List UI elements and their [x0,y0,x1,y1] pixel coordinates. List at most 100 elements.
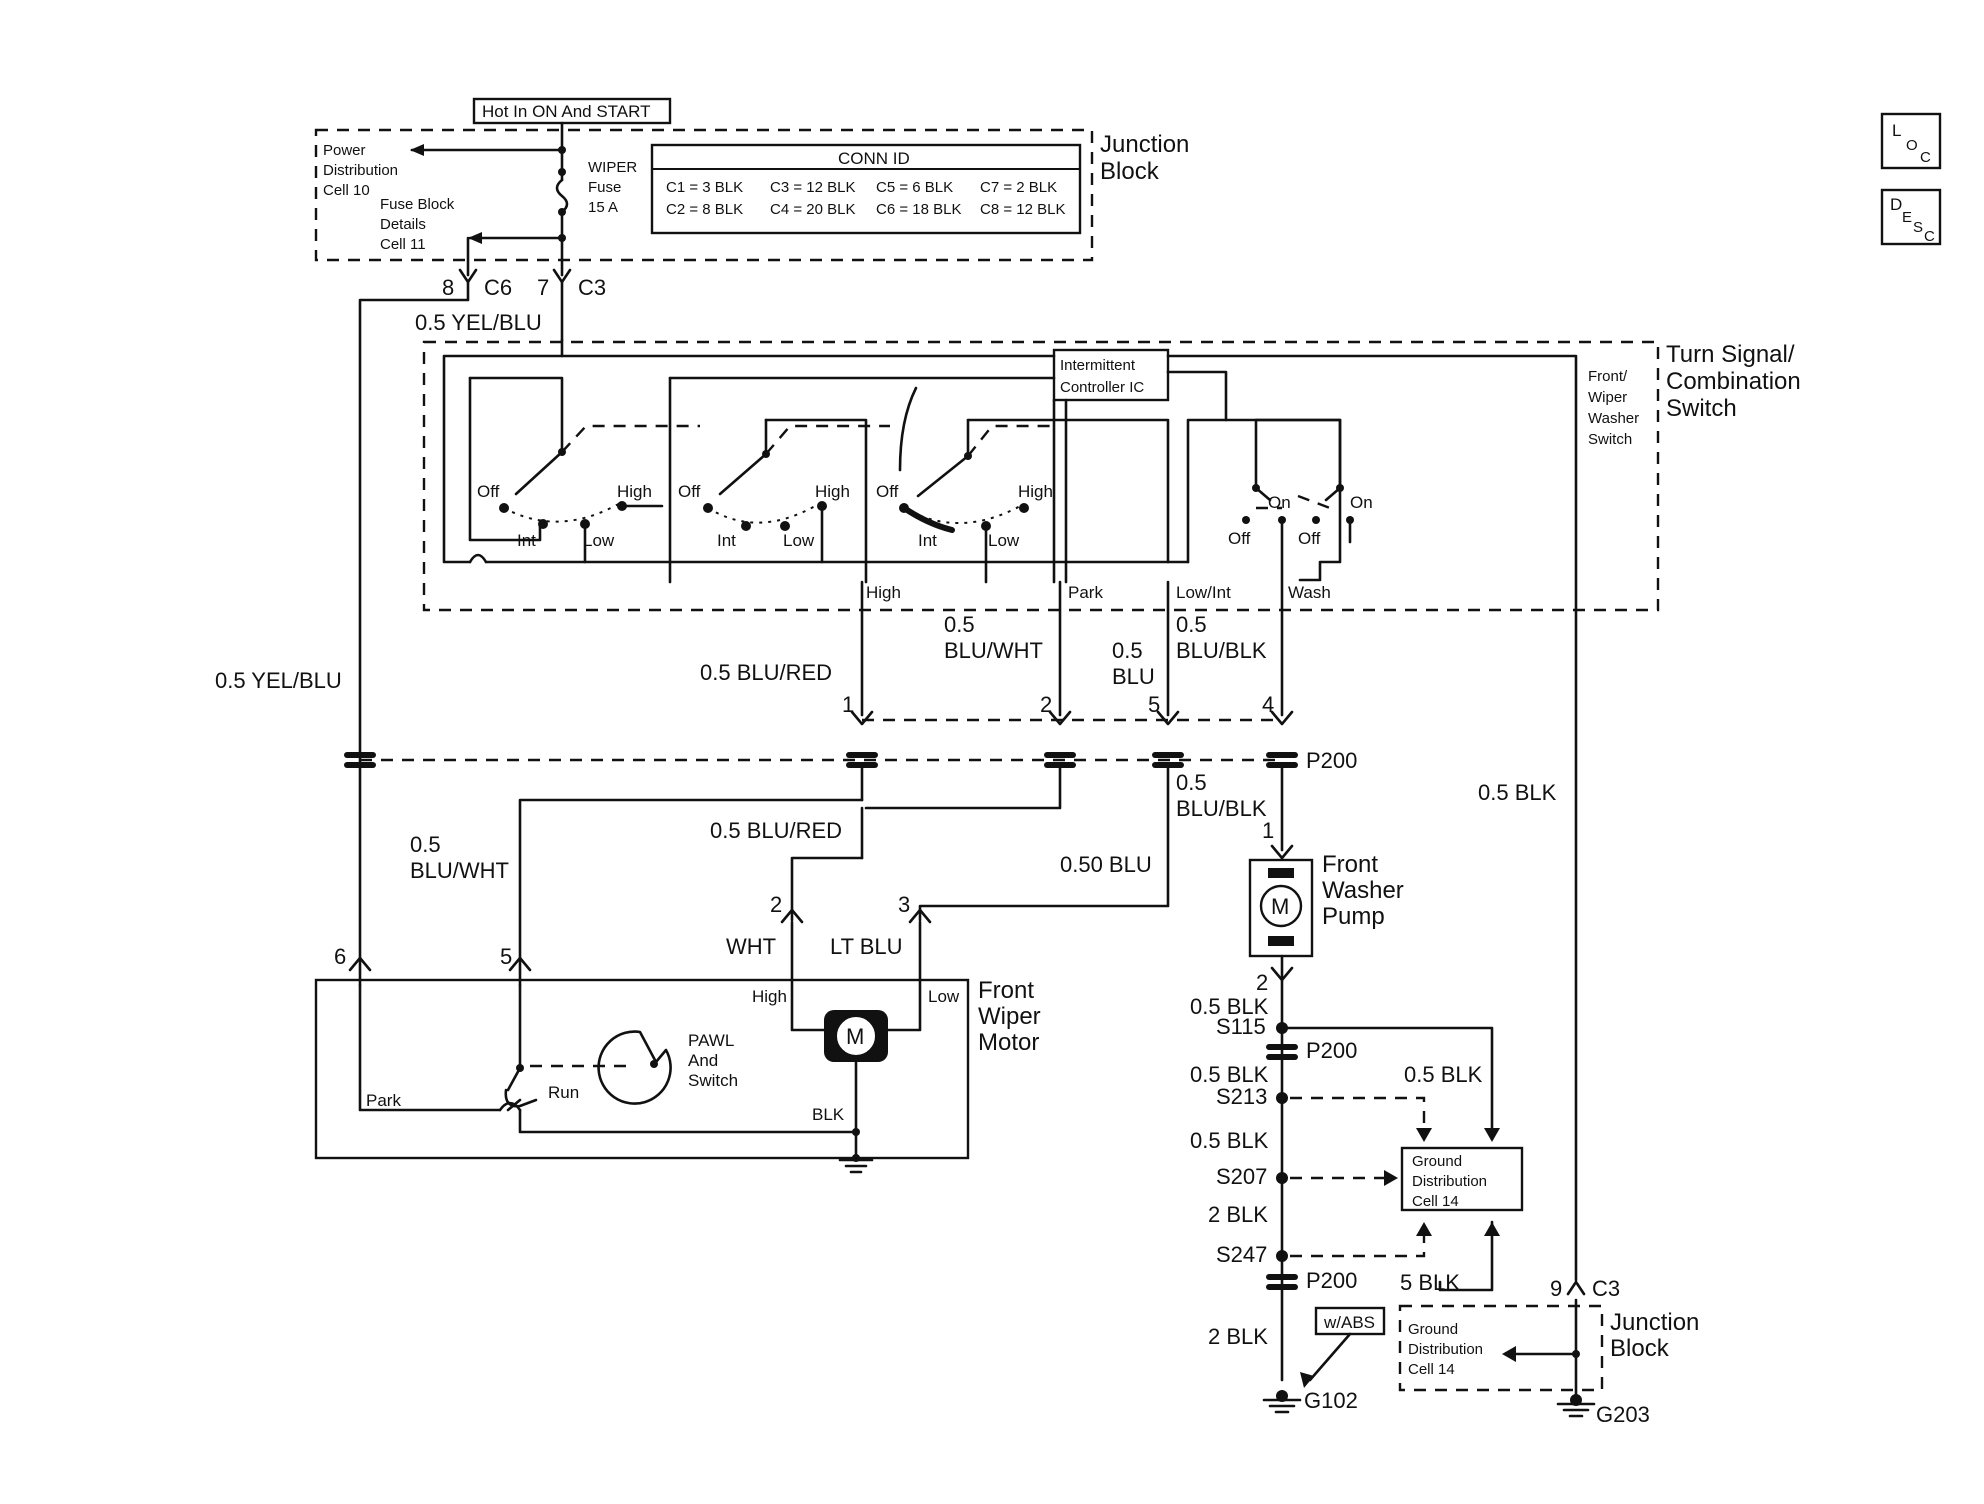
svg-text:Front/: Front/ [1588,368,1628,385]
svg-text:0.5 YEL/BLU: 0.5 YEL/BLU [215,668,342,693]
svg-text:0.5 BLU/RED: 0.5 BLU/RED [710,818,842,843]
svg-text:Cell 11: Cell 11 [380,236,426,253]
svg-text:High: High [866,583,901,602]
svg-text:Front: Front [1322,851,1378,878]
svg-text:Low: Low [583,531,615,550]
svg-text:0.5 BLK: 0.5 BLK [1190,1062,1269,1087]
front-washer-pump: 1 M Front Washer Pump 2 [1248,818,1404,1030]
svg-text:1: 1 [842,692,854,717]
svg-text:PAWL: PAWL [688,1031,734,1050]
svg-text:On: On [1350,493,1373,512]
svg-text:7: 7 [537,275,549,300]
svg-text:Distribution: Distribution [323,162,398,179]
svg-text:5: 5 [500,944,512,969]
svg-text:O: O [1906,137,1918,154]
svg-text:0.5: 0.5 [1112,638,1143,663]
svg-text:Junction: Junction [1100,131,1189,158]
svg-text:Run: Run [548,1083,579,1102]
svg-text:S115: S115 [1216,1014,1266,1039]
svg-text:0.5: 0.5 [1176,612,1207,637]
svg-text:2: 2 [1256,970,1268,995]
svg-text:BLU/BLK: BLU/BLK [1176,796,1267,821]
p200-pin [846,710,878,768]
svg-text:LT BLU: LT BLU [830,934,903,959]
svg-text:C5 = 6 BLK: C5 = 6 BLK [876,179,953,196]
svg-text:C: C [1920,149,1931,166]
svg-text:C6 = 18 BLK: C6 = 18 BLK [876,201,961,218]
svg-text:Wiper: Wiper [1588,389,1627,406]
svg-text:Front: Front [978,977,1034,1004]
svg-text:M: M [846,1024,864,1049]
svg-text:0.5: 0.5 [944,612,975,637]
svg-text:Off: Off [477,482,500,501]
junction-block-top: Junction Block Power Distribution Cell 1… [314,121,1189,300]
svg-text:C4 = 20 BLK: C4 = 20 BLK [770,201,855,218]
svg-text:0.5: 0.5 [410,832,441,857]
hot-label: Hot In ON And START [472,97,672,125]
svg-text:Distribution: Distribution [1408,1341,1483,1358]
svg-text:5 BLK: 5 BLK [1400,1270,1460,1295]
svg-text:S247: S247 [1216,1242,1267,1267]
svg-text:0.5 YEL/BLU: 0.5 YEL/BLU [415,310,542,335]
svg-text:P200: P200 [1306,1038,1357,1063]
switch-outputs: 0.5 BLU/RED 0.5 BLU/WHT 0.5 BLU 0.5 BLU/… [700,580,1284,717]
svg-text:C: C [1924,228,1935,245]
svg-text:4: 4 [1262,692,1274,717]
svg-text:Fuse: Fuse [588,179,621,196]
svg-text:0.5 BLK: 0.5 BLK [1190,1128,1269,1153]
svg-text:Cell 14: Cell 14 [1412,1193,1459,1210]
svg-text:P200: P200 [1306,748,1357,773]
svg-text:Hot In ON And START: Hot In ON And START [482,102,651,121]
svg-text:S: S [1913,219,1923,236]
yel-blu-wire: 0.5 YEL/BLU 0.5 YEL/BLU [215,280,564,987]
svg-text:C1 = 3 BLK: C1 = 3 BLK [666,179,743,196]
svg-text:Wiper: Wiper [978,1003,1041,1030]
svg-text:15 A: 15 A [588,199,618,216]
p200-connector: P200 [344,710,1357,773]
svg-text:D: D [1890,195,1902,214]
svg-text:S207: S207 [1216,1164,1267,1189]
svg-text:1: 1 [1262,818,1274,843]
svg-text:8: 8 [442,275,454,300]
svg-text:Washer: Washer [1322,877,1404,904]
svg-text:C3: C3 [1592,1276,1620,1301]
svg-text:Low/Int: Low/Int [1176,583,1231,602]
svg-text:BLU/BLK: BLU/BLK [1176,638,1267,663]
front-wiper-motor: Front Wiper Motor 6 5 2 3 WHT LT BLU Par… [314,892,1041,1174]
svg-text:0.5 BLU/RED: 0.5 BLU/RED [700,660,832,685]
svg-text:G102: G102 [1304,1388,1358,1413]
svg-text:Motor: Motor [978,1029,1039,1056]
svg-text:On: On [1268,493,1291,512]
svg-text:S213: S213 [1216,1084,1267,1109]
svg-text:0.5: 0.5 [1176,770,1207,795]
svg-text:WHT: WHT [726,934,776,959]
svg-text:Switch: Switch [1588,431,1632,448]
p200-pin [1044,710,1076,768]
svg-text:Ground: Ground [1408,1321,1458,1338]
svg-text:High: High [617,482,652,501]
desc-button[interactable]: D E S C [1880,188,1942,246]
svg-text:C8 = 12 BLK: C8 = 12 BLK [980,201,1065,218]
svg-text:BLU/WHT: BLU/WHT [944,638,1043,663]
svg-text:0.5 BLK: 0.5 BLK [1404,1062,1483,1087]
svg-text:C3: C3 [578,275,606,300]
svg-text:2: 2 [770,892,782,917]
svg-text:Block: Block [1610,1335,1670,1362]
svg-text:High: High [815,482,850,501]
p200-pin [1266,710,1298,768]
ground-distribution: 0.5 BLK S115 P200 0.5 BLK S213 0.5 BLK 0… [1190,994,1699,1427]
svg-text:P200: P200 [1306,1268,1357,1293]
svg-text:Cell 10: Cell 10 [323,182,370,199]
svg-text:Off: Off [876,482,899,501]
svg-text:Low: Low [988,531,1020,550]
loc-button[interactable]: L O C [1880,112,1942,170]
svg-text:Int: Int [517,531,536,550]
wiper-feed-wires: 0.5 BLU/WHT 0.5 BLU/RED 0.5 BLU/BLK 0.50… [410,766,1557,987]
svg-text:Switch: Switch [688,1071,738,1090]
svg-text:6: 6 [334,944,346,969]
svg-text:Washer: Washer [1588,410,1639,427]
svg-text:Block: Block [1100,158,1160,185]
svg-text:3: 3 [898,892,910,917]
svg-text:Int: Int [918,531,937,550]
